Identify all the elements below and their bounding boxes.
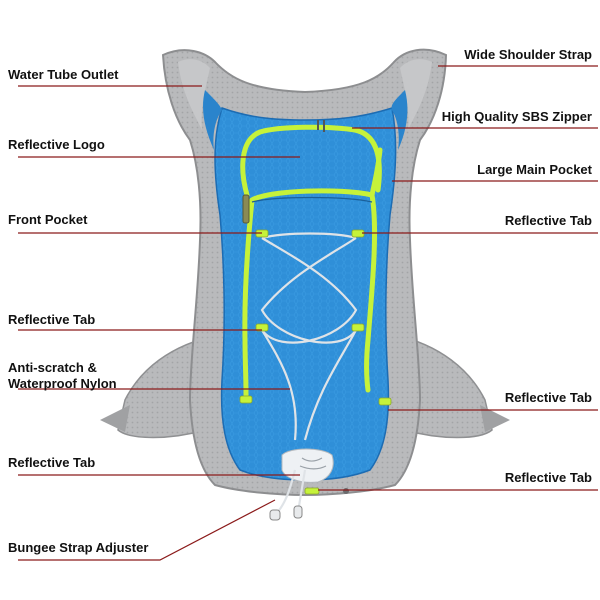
- label-reflective-tab-left-mid: Reflective Tab: [8, 312, 96, 327]
- label-reflective-tab-right-1: Reflective Tab: [504, 213, 592, 228]
- label-front-pocket: Front Pocket: [8, 212, 88, 227]
- label-bungee-strap-adjuster: Bungee Strap Adjuster: [8, 540, 149, 555]
- main-pocket-trim: [240, 124, 382, 198]
- front-pocket-trim: [249, 188, 378, 393]
- label-large-main-pocket: Large Main Pocket: [477, 162, 592, 177]
- bungee-cord: [260, 232, 358, 441]
- zipper-pull: [242, 194, 250, 224]
- reflective-tabs: [239, 229, 392, 495]
- label-sbs-zipper: High Quality SBS Zipper: [441, 109, 592, 124]
- label-reflective-tab-left-low: Reflective Tab: [8, 455, 96, 470]
- label-reflective-tab-right-2: Reflective Tab: [504, 390, 592, 405]
- label-anti-scratch-line1: Anti-scratch &: [8, 360, 97, 375]
- blue-nylon-panel: [214, 107, 397, 481]
- label-anti-scratch-line2: Waterproof Nylon: [8, 376, 117, 391]
- label-wide-shoulder-strap: Wide Shoulder Strap: [464, 47, 592, 62]
- leader-lines: [18, 65, 598, 561]
- label-anti-scratch-nylon: Anti-scratch & Waterproof Nylon: [8, 360, 117, 392]
- label-reflective-logo: Reflective Logo: [8, 137, 105, 152]
- label-water-tube-outlet: Water Tube Outlet: [8, 67, 119, 82]
- label-reflective-tab-right-3: Reflective Tab: [504, 470, 592, 485]
